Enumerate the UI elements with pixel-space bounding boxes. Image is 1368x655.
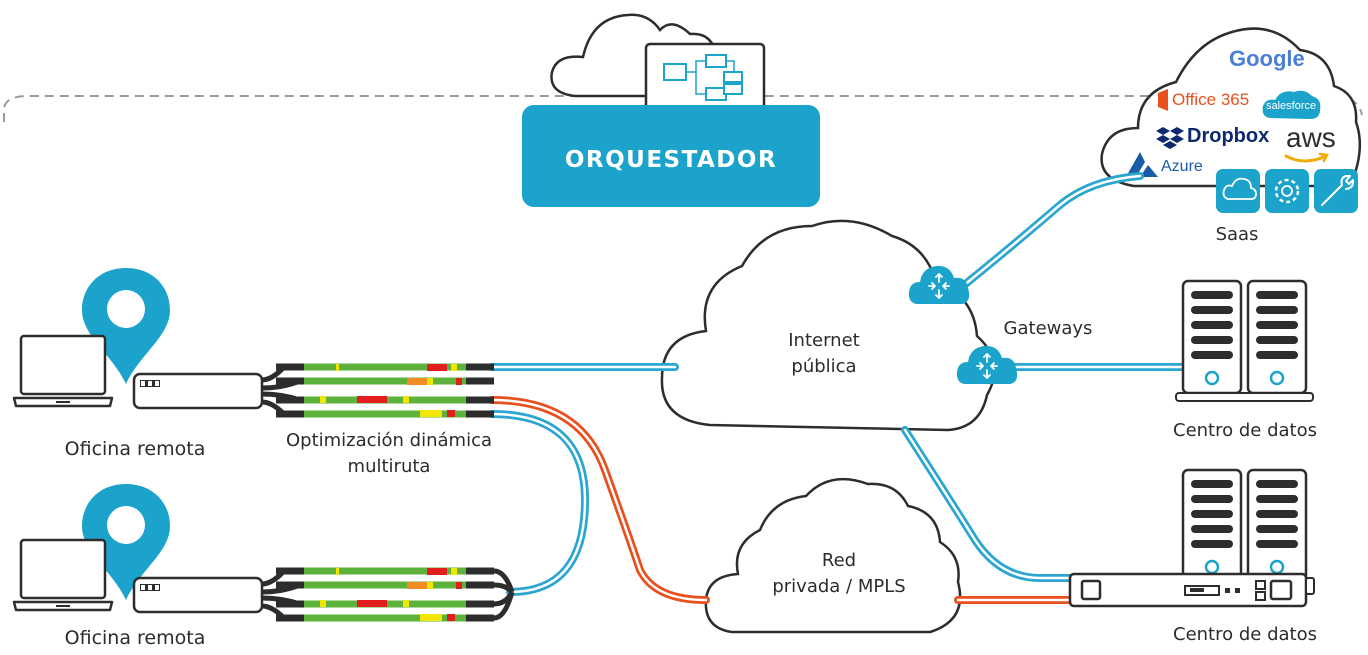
gateways-label: Gateways bbox=[1003, 318, 1093, 339]
dropbox-logo: Dropbox bbox=[1187, 125, 1270, 147]
saas-cloud-icon bbox=[1216, 169, 1260, 213]
private-label-line1: Red bbox=[821, 550, 857, 571]
aws-smile-icon bbox=[1284, 152, 1329, 163]
azure-logo: Azure bbox=[1161, 158, 1203, 175]
multipath-tunnels-bottom bbox=[276, 568, 494, 621]
router-fanout bbox=[261, 568, 515, 621]
google-logo: Google bbox=[1229, 46, 1305, 71]
saas-wrench-icon bbox=[1314, 169, 1358, 213]
orchestrator-laptop-icon bbox=[636, 42, 772, 134]
optimization-label-line2: multiruta bbox=[347, 456, 431, 477]
router-icon bbox=[132, 576, 264, 614]
saas-gear-icon bbox=[1265, 169, 1309, 213]
link-office1-to-mpls bbox=[488, 396, 710, 604]
private-mpls-cloud bbox=[704, 477, 962, 634]
internet-cloud bbox=[660, 219, 996, 432]
office-bottom-label: Oficina remota bbox=[64, 627, 206, 649]
orchestration-boundary bbox=[3, 95, 1363, 122]
optimization-label: Optimización dinámica multiruta bbox=[264, 428, 514, 480]
private-cloud-label: Red privada / MPLS bbox=[754, 548, 924, 600]
datacenter-bottom-icon bbox=[1068, 468, 1315, 608]
link-internet-to-datacenter-2 bbox=[901, 426, 1079, 582]
aws-logo: aws bbox=[1286, 122, 1336, 153]
private-label-line2: privada / MPLS bbox=[772, 576, 906, 597]
datacenter-top-icon bbox=[1175, 279, 1314, 402]
internet-cloud-label: Internet pública bbox=[764, 328, 884, 380]
internet-label-line1: Internet bbox=[788, 330, 860, 351]
laptop-icon bbox=[12, 538, 114, 612]
router-fanout bbox=[261, 364, 301, 417]
link-internet-to-saas bbox=[959, 172, 1144, 290]
salesforce-logo bbox=[1262, 90, 1321, 119]
office-365-logo: Office 365 bbox=[1172, 90, 1250, 109]
dropbox-icon bbox=[1156, 127, 1184, 149]
laptop-icon bbox=[12, 334, 114, 408]
office-365-icon bbox=[1158, 89, 1168, 111]
internet-label-line2: pública bbox=[791, 356, 857, 377]
saas-label: Saas bbox=[1215, 224, 1259, 245]
office-top-label: Oficina remota bbox=[64, 438, 206, 460]
multipath-tunnels-top bbox=[276, 364, 494, 417]
azure-icon bbox=[1126, 152, 1158, 177]
link-office1-to-office2 bbox=[488, 410, 590, 596]
orchestrator-box: ORQUESTADOR bbox=[522, 105, 820, 207]
orchestrator-label: ORQUESTADOR bbox=[564, 147, 778, 173]
router-icon bbox=[132, 372, 264, 410]
datacenter-top-label: Centro de datos bbox=[1173, 420, 1317, 441]
optimization-label-line1: Optimización dinámica bbox=[285, 430, 493, 451]
salesforce-label: salesforce bbox=[1266, 100, 1317, 112]
datacenter-bottom-label: Centro de datos bbox=[1173, 624, 1317, 645]
